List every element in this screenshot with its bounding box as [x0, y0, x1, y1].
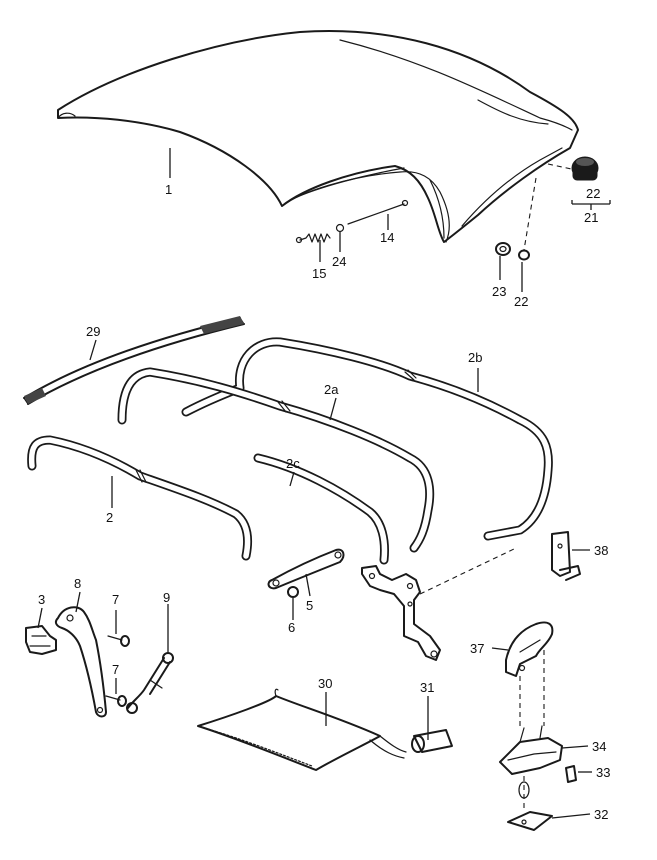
callout-2: 2 [106, 510, 113, 525]
callout-15: 15 [312, 266, 326, 281]
callout-8: 8 [74, 576, 81, 591]
callout-3: 3 [38, 592, 45, 607]
callout-1: 1 [165, 182, 172, 197]
callout-24: 24 [332, 254, 346, 269]
pin-part-14 [347, 199, 409, 225]
callout-22-lower: 22 [514, 294, 528, 309]
cap-dash-line [547, 163, 577, 171]
callout-33: 33 [596, 765, 610, 780]
top-bow-part-2 [27, 435, 253, 561]
latch-hook-part-37 [505, 621, 554, 677]
callout-2a: 2a [324, 382, 339, 397]
callout-7-lower: 7 [112, 662, 119, 677]
linkage-arm-part-5 [267, 548, 345, 590]
callout-31: 31 [420, 680, 434, 695]
seal-cap-part-22 [571, 156, 599, 181]
callout-2c: 2c [286, 456, 300, 471]
weatherstrip-part-29 [23, 316, 245, 405]
callout-6: 6 [288, 620, 295, 635]
top-cover-bag-part-30 [197, 688, 407, 771]
folding-mechanism-bracket [361, 565, 441, 661]
callout-labels: 1 15 24 14 23 22 22 21 29 2b 2a 2c 2 5 6… [38, 182, 610, 822]
spring-part-15 [295, 233, 331, 244]
top-bow-part-2b [181, 337, 553, 541]
hardtop-shell [57, 30, 579, 243]
latch-bracket-part-38 [551, 531, 581, 581]
callout-2b: 2b [468, 350, 482, 365]
callout-23: 23 [492, 284, 506, 299]
leader-lines [37, 148, 611, 819]
callout-14: 14 [380, 230, 394, 245]
bolt-part-7-upper [107, 635, 130, 647]
callout-21: 21 [584, 210, 598, 225]
latch-spring-part [518, 781, 530, 799]
callout-22-upper: 22 [586, 186, 600, 201]
top-bow-part-2a [117, 367, 435, 553]
callout-7-upper: 7 [112, 592, 119, 607]
screw-part-6 [287, 586, 299, 598]
callout-37: 37 [470, 641, 484, 656]
washer-dash-line [523, 177, 537, 251]
bolt-part-7-lower [105, 695, 127, 707]
gas-strut-part-9 [126, 652, 174, 714]
top-bow-part-2c [253, 453, 389, 565]
callout-34: 34 [592, 739, 606, 754]
hinge-arm-part-8 [54, 606, 107, 718]
washer-part-24 [335, 223, 345, 233]
mechanism-dash-line [419, 547, 517, 595]
tube-part-31 [411, 729, 453, 753]
nut-part-22 [518, 249, 530, 261]
callout-29: 29 [86, 324, 100, 339]
callout-9: 9 [163, 590, 170, 605]
hinge-bracket-part-3 [25, 625, 57, 655]
latch-base-part-34 [499, 725, 563, 775]
callout-30: 30 [318, 676, 332, 691]
callout-5: 5 [306, 598, 313, 613]
washer-part-23 [495, 242, 511, 256]
callout-32: 32 [594, 807, 608, 822]
latch-dash-lines [519, 650, 545, 726]
clip-part-33 [565, 765, 577, 783]
callout-38: 38 [594, 543, 608, 558]
mounting-plate-part-32 [507, 811, 553, 831]
